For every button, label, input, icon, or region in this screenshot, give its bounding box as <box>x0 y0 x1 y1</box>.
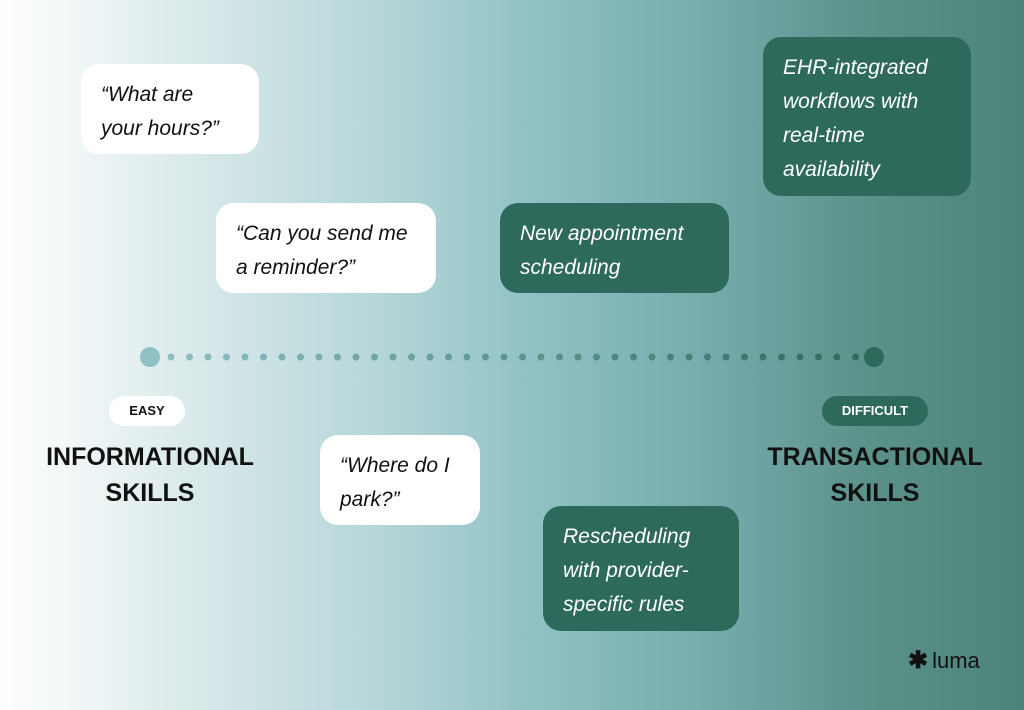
scale-dot <box>593 353 600 361</box>
bubble-new-appointment: New appointment scheduling <box>500 203 729 293</box>
logo-text: luma <box>932 647 980 673</box>
scale-dot <box>334 353 341 361</box>
scale-dot <box>704 353 711 361</box>
scale-dot <box>297 353 304 361</box>
scale-dot <box>556 353 563 361</box>
scale-dot <box>815 353 822 361</box>
scale-dot <box>204 353 212 361</box>
scale-dot <box>519 353 526 361</box>
transactional-skills-heading: TRANSACTIONAL SKILLS <box>767 443 983 507</box>
scale-dot <box>722 353 730 361</box>
asterisk-icon: ✱ <box>908 647 929 674</box>
bubble-what-are-your-hours: “What are your hours?” <box>81 64 259 154</box>
scale-dot <box>260 353 267 361</box>
scale-dot <box>371 353 378 361</box>
scale-dot <box>223 353 230 361</box>
scale-dot <box>463 353 471 361</box>
bubble-send-reminder: “Can you send me a reminder?” <box>216 203 436 293</box>
luma-logo: ✱ luma <box>908 646 980 675</box>
scale-dot <box>241 353 249 361</box>
scale-dot <box>352 353 360 361</box>
informational-skills-heading: INFORMATIONAL SKILLS <box>46 443 254 507</box>
scale-dot <box>278 353 286 361</box>
scale-dot <box>630 353 637 361</box>
scale-dot <box>445 353 452 361</box>
scale-dot <box>500 353 508 361</box>
scale-dot <box>796 353 804 361</box>
scale-dot <box>833 353 841 361</box>
bubble-ehr-workflows: EHR-integrated workflows with real-time … <box>763 37 971 196</box>
scale-dot <box>482 353 489 361</box>
scale-dot <box>167 353 175 361</box>
scale-dot <box>537 353 545 361</box>
bubble-where-park: “Where do I park?” <box>320 435 480 525</box>
scale-dot <box>574 353 582 361</box>
scale-dot <box>741 353 748 361</box>
difficult-badge: DIFFICULT <box>822 396 928 426</box>
bubble-rescheduling: Rescheduling with provider-specific rule… <box>543 506 739 631</box>
scale-dot <box>648 353 656 361</box>
scale-dot <box>667 353 674 361</box>
scale-dot <box>852 353 859 361</box>
scale-end-dot <box>864 347 884 367</box>
easy-badge: EASY <box>109 396 185 426</box>
scale-dot <box>759 353 767 361</box>
scale-dot <box>389 353 397 361</box>
scale-dot <box>685 353 693 361</box>
scale-dot <box>778 353 785 361</box>
scale-dot <box>186 353 193 361</box>
scale-dot <box>611 353 619 361</box>
scale-dot <box>315 353 323 361</box>
scale-dot <box>408 353 415 361</box>
scale-start-dot <box>140 347 160 367</box>
scale-dot <box>426 353 434 361</box>
